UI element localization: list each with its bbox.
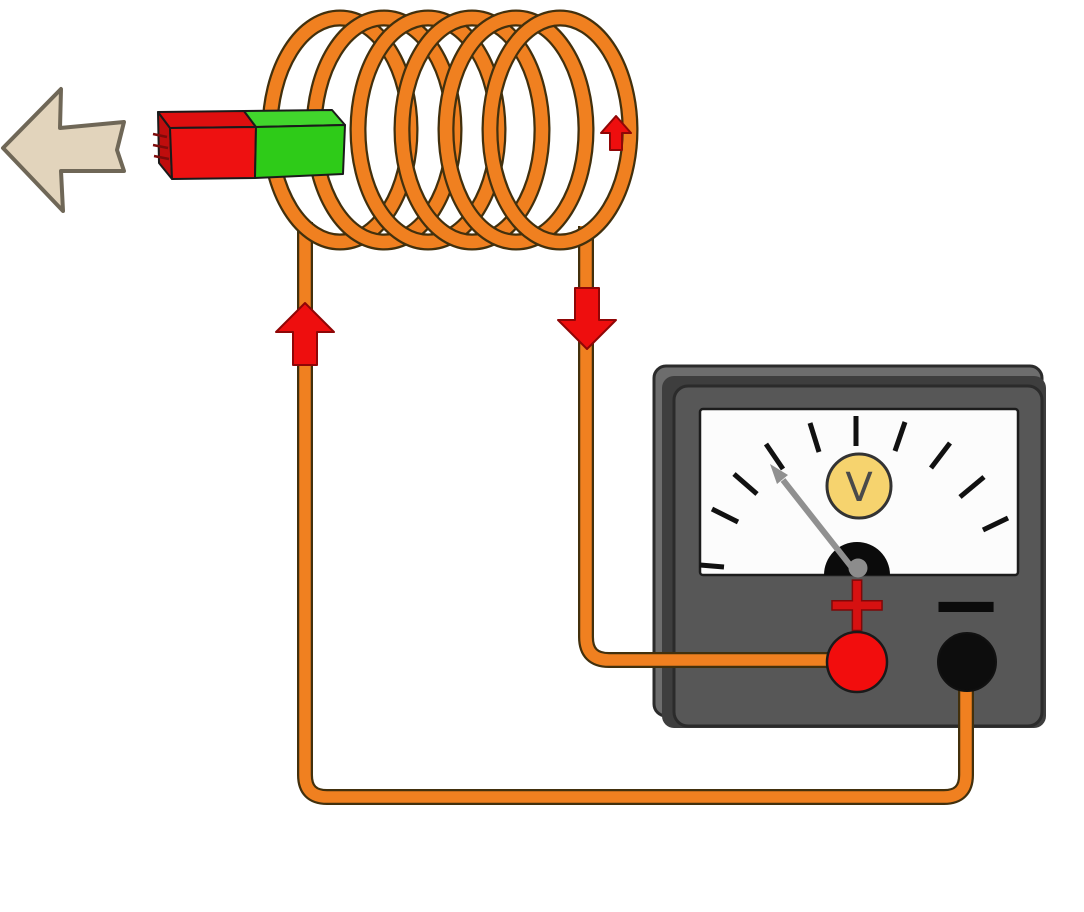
current-arrows [275,115,632,366]
dial-tick-marks [699,416,1010,570]
current-arrow-down-icon [557,287,617,350]
induced-current-arrow-icon [600,115,632,151]
volt-badge [825,452,893,520]
positive-terminal [825,630,889,694]
needle-knob [848,558,868,578]
coil-loop [395,11,549,249]
motion-arrow-icon [1,87,126,213]
coil-loop [483,11,637,249]
left-return-wire [299,222,972,803]
magnet-red-pole-top [157,110,257,129]
coil-loop [439,11,593,249]
magnet-end-marks [152,132,170,161]
circuit-wires [297,222,974,805]
magnet-red-pole-front [169,126,257,180]
right-lead-wire [580,226,857,666]
volt-badge-label: V [845,465,873,511]
current-arrow-up-icon [275,302,335,366]
needle-head [770,464,788,484]
magnet-green-pole-front [254,124,346,179]
bar-magnet [152,109,346,180]
negative-terminal [937,632,997,692]
needle [780,478,860,576]
